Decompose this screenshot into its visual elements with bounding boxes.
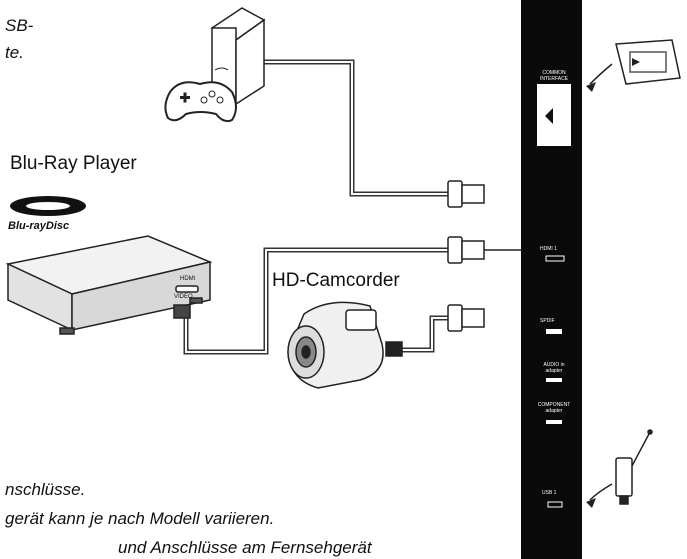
port-label-common-interface: COMMON INTERFACE <box>539 70 569 82</box>
bluray-port-video: VIDEO <box>174 294 193 300</box>
bluray-player-label: Blu-Ray Player <box>10 153 137 174</box>
usb-arrow <box>589 483 613 501</box>
port-label-hdmi: HDMI 1 <box>540 246 557 252</box>
ci-card-icon <box>615 39 681 85</box>
top-text-line-1: SB- <box>5 16 34 35</box>
bluray-player-icon <box>5 235 213 335</box>
usb-wifi-dongle-icon <box>615 429 653 505</box>
camcorder-label: HD-Camcorder <box>272 270 400 291</box>
gamepad-icon <box>164 81 237 123</box>
common-interface-slot <box>537 84 571 146</box>
cable-camcorder <box>397 315 458 353</box>
port-label-audio-in: AUDIO in adapter <box>543 362 565 374</box>
bottom-text-line-2: gerät kann je nach Modell variieren. <box>5 509 275 528</box>
bluray-logo-icon <box>10 196 86 216</box>
hdmi-plug-2 <box>447 236 485 264</box>
cable-console <box>259 59 458 197</box>
tv-side-panel <box>521 0 582 559</box>
bottom-text-line-3: und Anschlüsse am Fernsehgerät <box>118 538 372 557</box>
ci-arrow <box>589 63 613 85</box>
port-label-component: COMPONENT adapter <box>537 402 571 414</box>
port-label-spdif: SPDIF <box>540 318 555 324</box>
port-label-usb: USB 1 <box>542 490 557 496</box>
bluray-port-hdmi: HDMI <box>180 276 196 282</box>
bluray-logo-text: Blu-rayDisc <box>8 220 70 232</box>
bottom-text-line-1: nschlüsse. <box>5 480 86 499</box>
hdmi-plug-3 <box>447 304 485 332</box>
camcorder-icon <box>287 301 403 389</box>
top-text-line-2: te. <box>5 43 24 62</box>
hdmi-plug-1 <box>447 180 485 208</box>
